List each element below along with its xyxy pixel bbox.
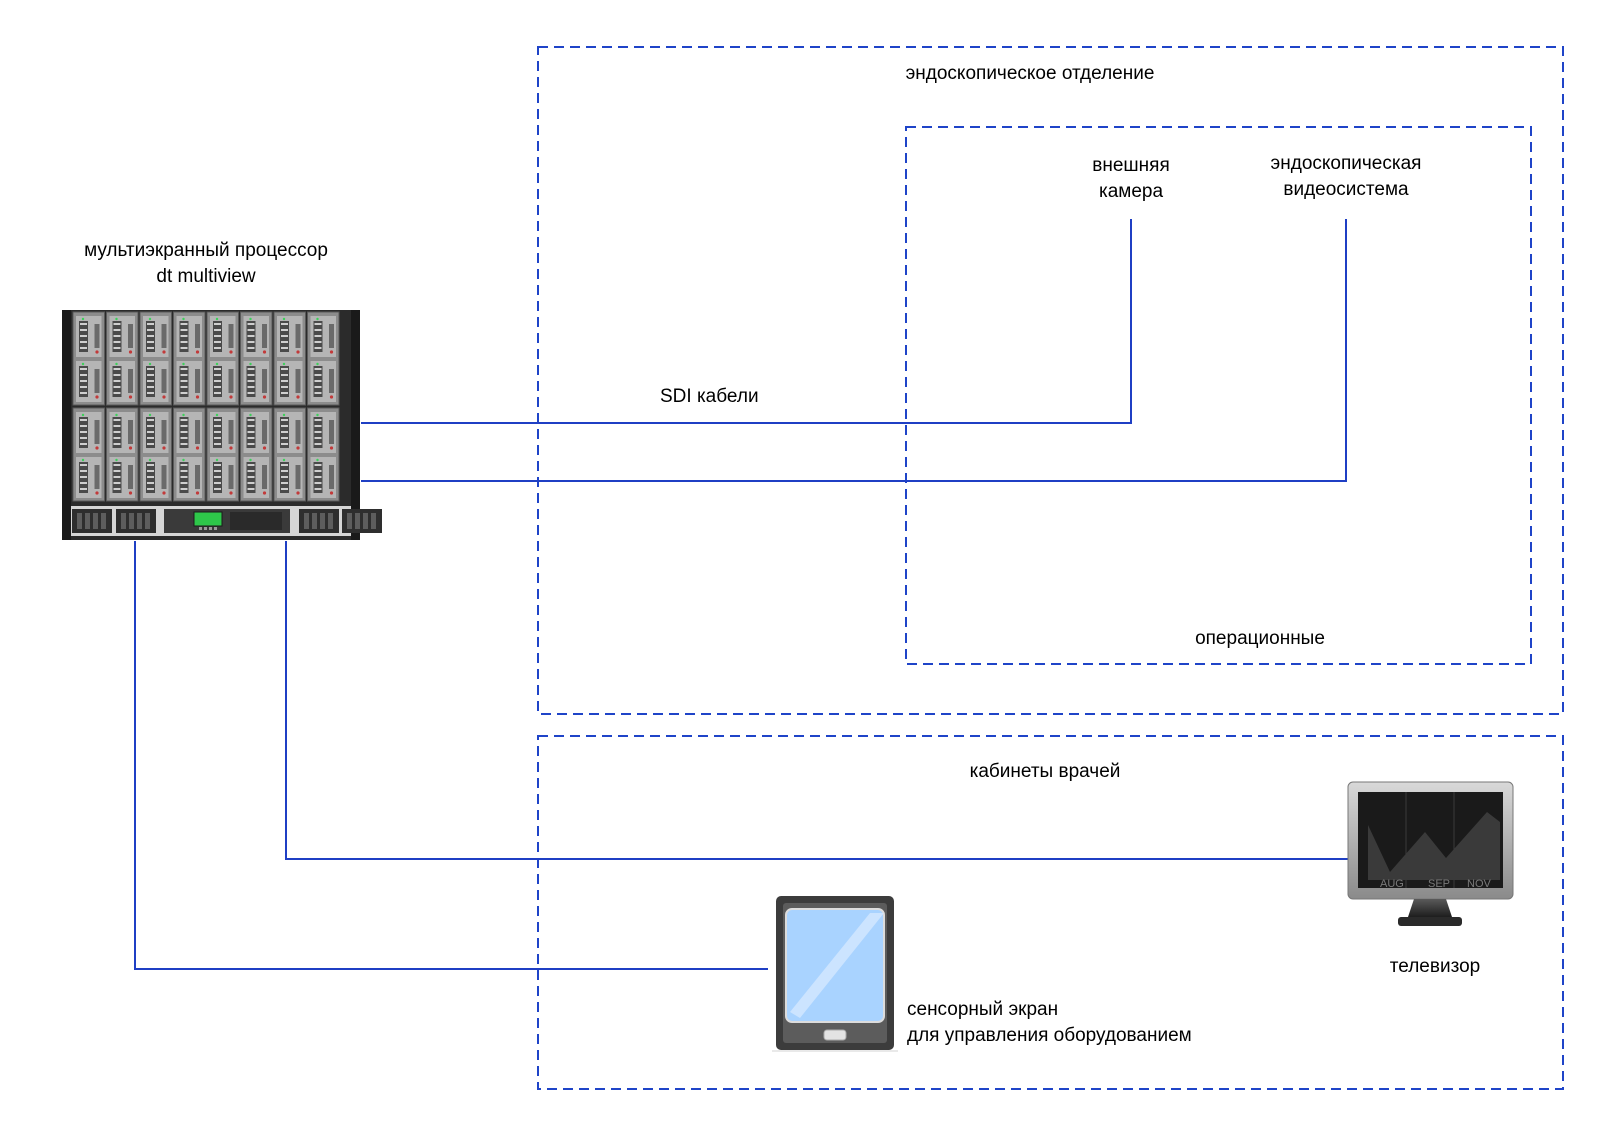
videosystem-label: эндоскопическая видеосистема [1246,151,1446,203]
cable-to-touchscreen [134,541,768,970]
camera-label-line1: внешняя [1092,155,1170,176]
sdi-cable-camera [361,219,1132,424]
processor-label: мультиэкранный процессор dt multiview [64,238,348,290]
processor-label-line2: dt multiview [156,266,256,287]
tv-monitor-icon: AUG SEP NOV [1347,781,1514,926]
cable-to-tv [285,541,1350,860]
zone-endoscopy-label: эндоскопическое отделение [905,63,1155,84]
tablet-icon [772,896,898,1052]
touchscreen-label-line2: для управления оборудованием [907,1025,1192,1046]
zone-endoscopy-box [537,46,1564,715]
sdi-cable-videosystem [361,219,1347,482]
processor-label-line1: мультиэкранный процессор [84,240,328,261]
videosystem-label-line2: видеосистема [1283,179,1409,200]
zone-operating-label: операционные [1195,628,1325,649]
tv-month-3: NOV [1467,878,1492,890]
tv-month-1: AUG [1380,878,1404,890]
multiview-processor-icon [62,310,382,540]
touchscreen-label: сенсорный экран для управления оборудова… [907,997,1192,1049]
zone-offices-label: кабинеты врачей [969,761,1121,782]
touchscreen-label-line1: сенсорный экран [907,999,1059,1020]
zone-operating-box [905,126,1532,665]
tv-label: телевизор [1389,956,1481,977]
camera-label-line2: камера [1098,181,1164,202]
camera-label: внешняя камера [1060,153,1202,205]
cable-label: SDI кабели [660,386,759,407]
zone-offices-box [537,735,1564,1090]
tv-month-2: SEP [1428,878,1450,890]
videosystem-label-line1: эндоскопическая [1270,153,1422,174]
